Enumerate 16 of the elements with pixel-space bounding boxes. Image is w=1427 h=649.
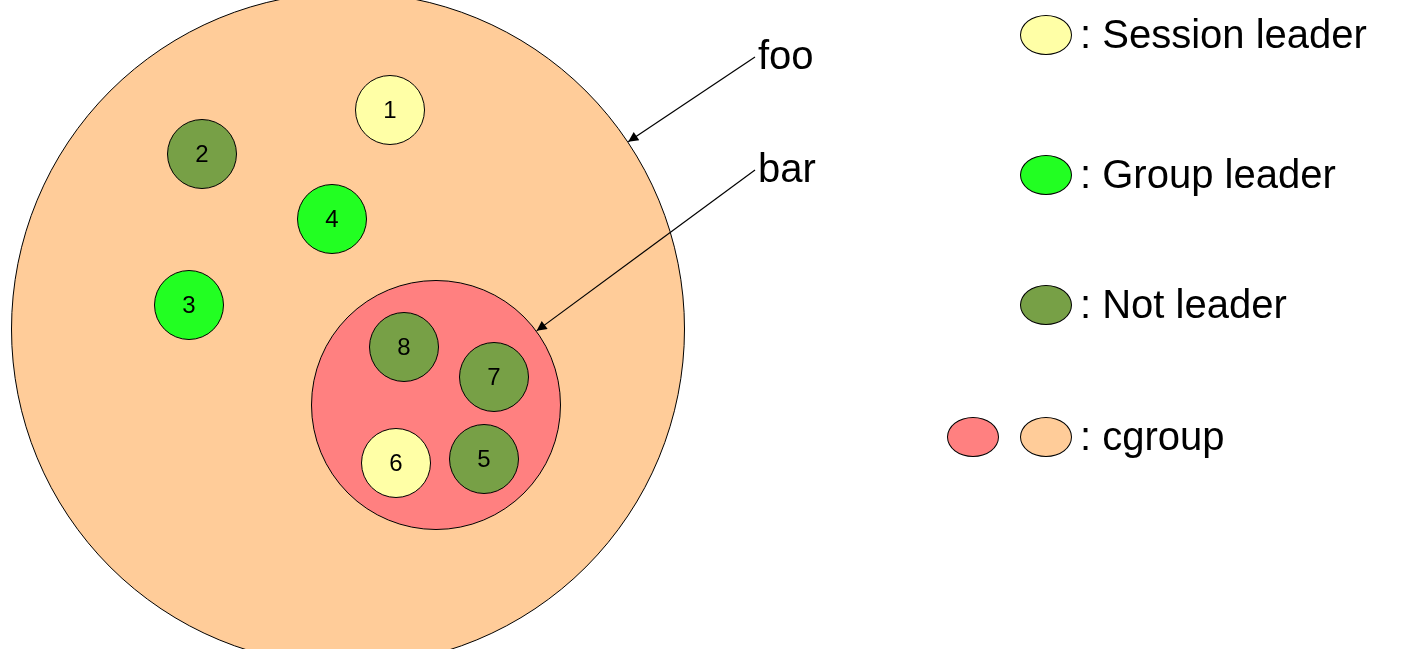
process-circle: 6	[361, 428, 431, 498]
process-circle: 2	[167, 119, 237, 189]
process-circle: 5	[449, 424, 519, 494]
legend-text: : cgroup	[1080, 413, 1225, 459]
process-circle: 7	[459, 342, 529, 412]
legend-text: : Group leader	[1080, 151, 1336, 197]
process-circle: 8	[369, 312, 439, 382]
process-circle: 3	[154, 270, 224, 340]
process-circle: 1	[355, 75, 425, 145]
legend-text: : Session leader	[1080, 11, 1367, 57]
group-label: bar	[758, 145, 828, 191]
leader-arrow	[627, 56, 756, 143]
leader-arrow	[536, 169, 756, 332]
legend-text: : Not leader	[1080, 281, 1287, 327]
group-label: foo	[758, 32, 828, 78]
process-circle: 4	[297, 184, 367, 254]
